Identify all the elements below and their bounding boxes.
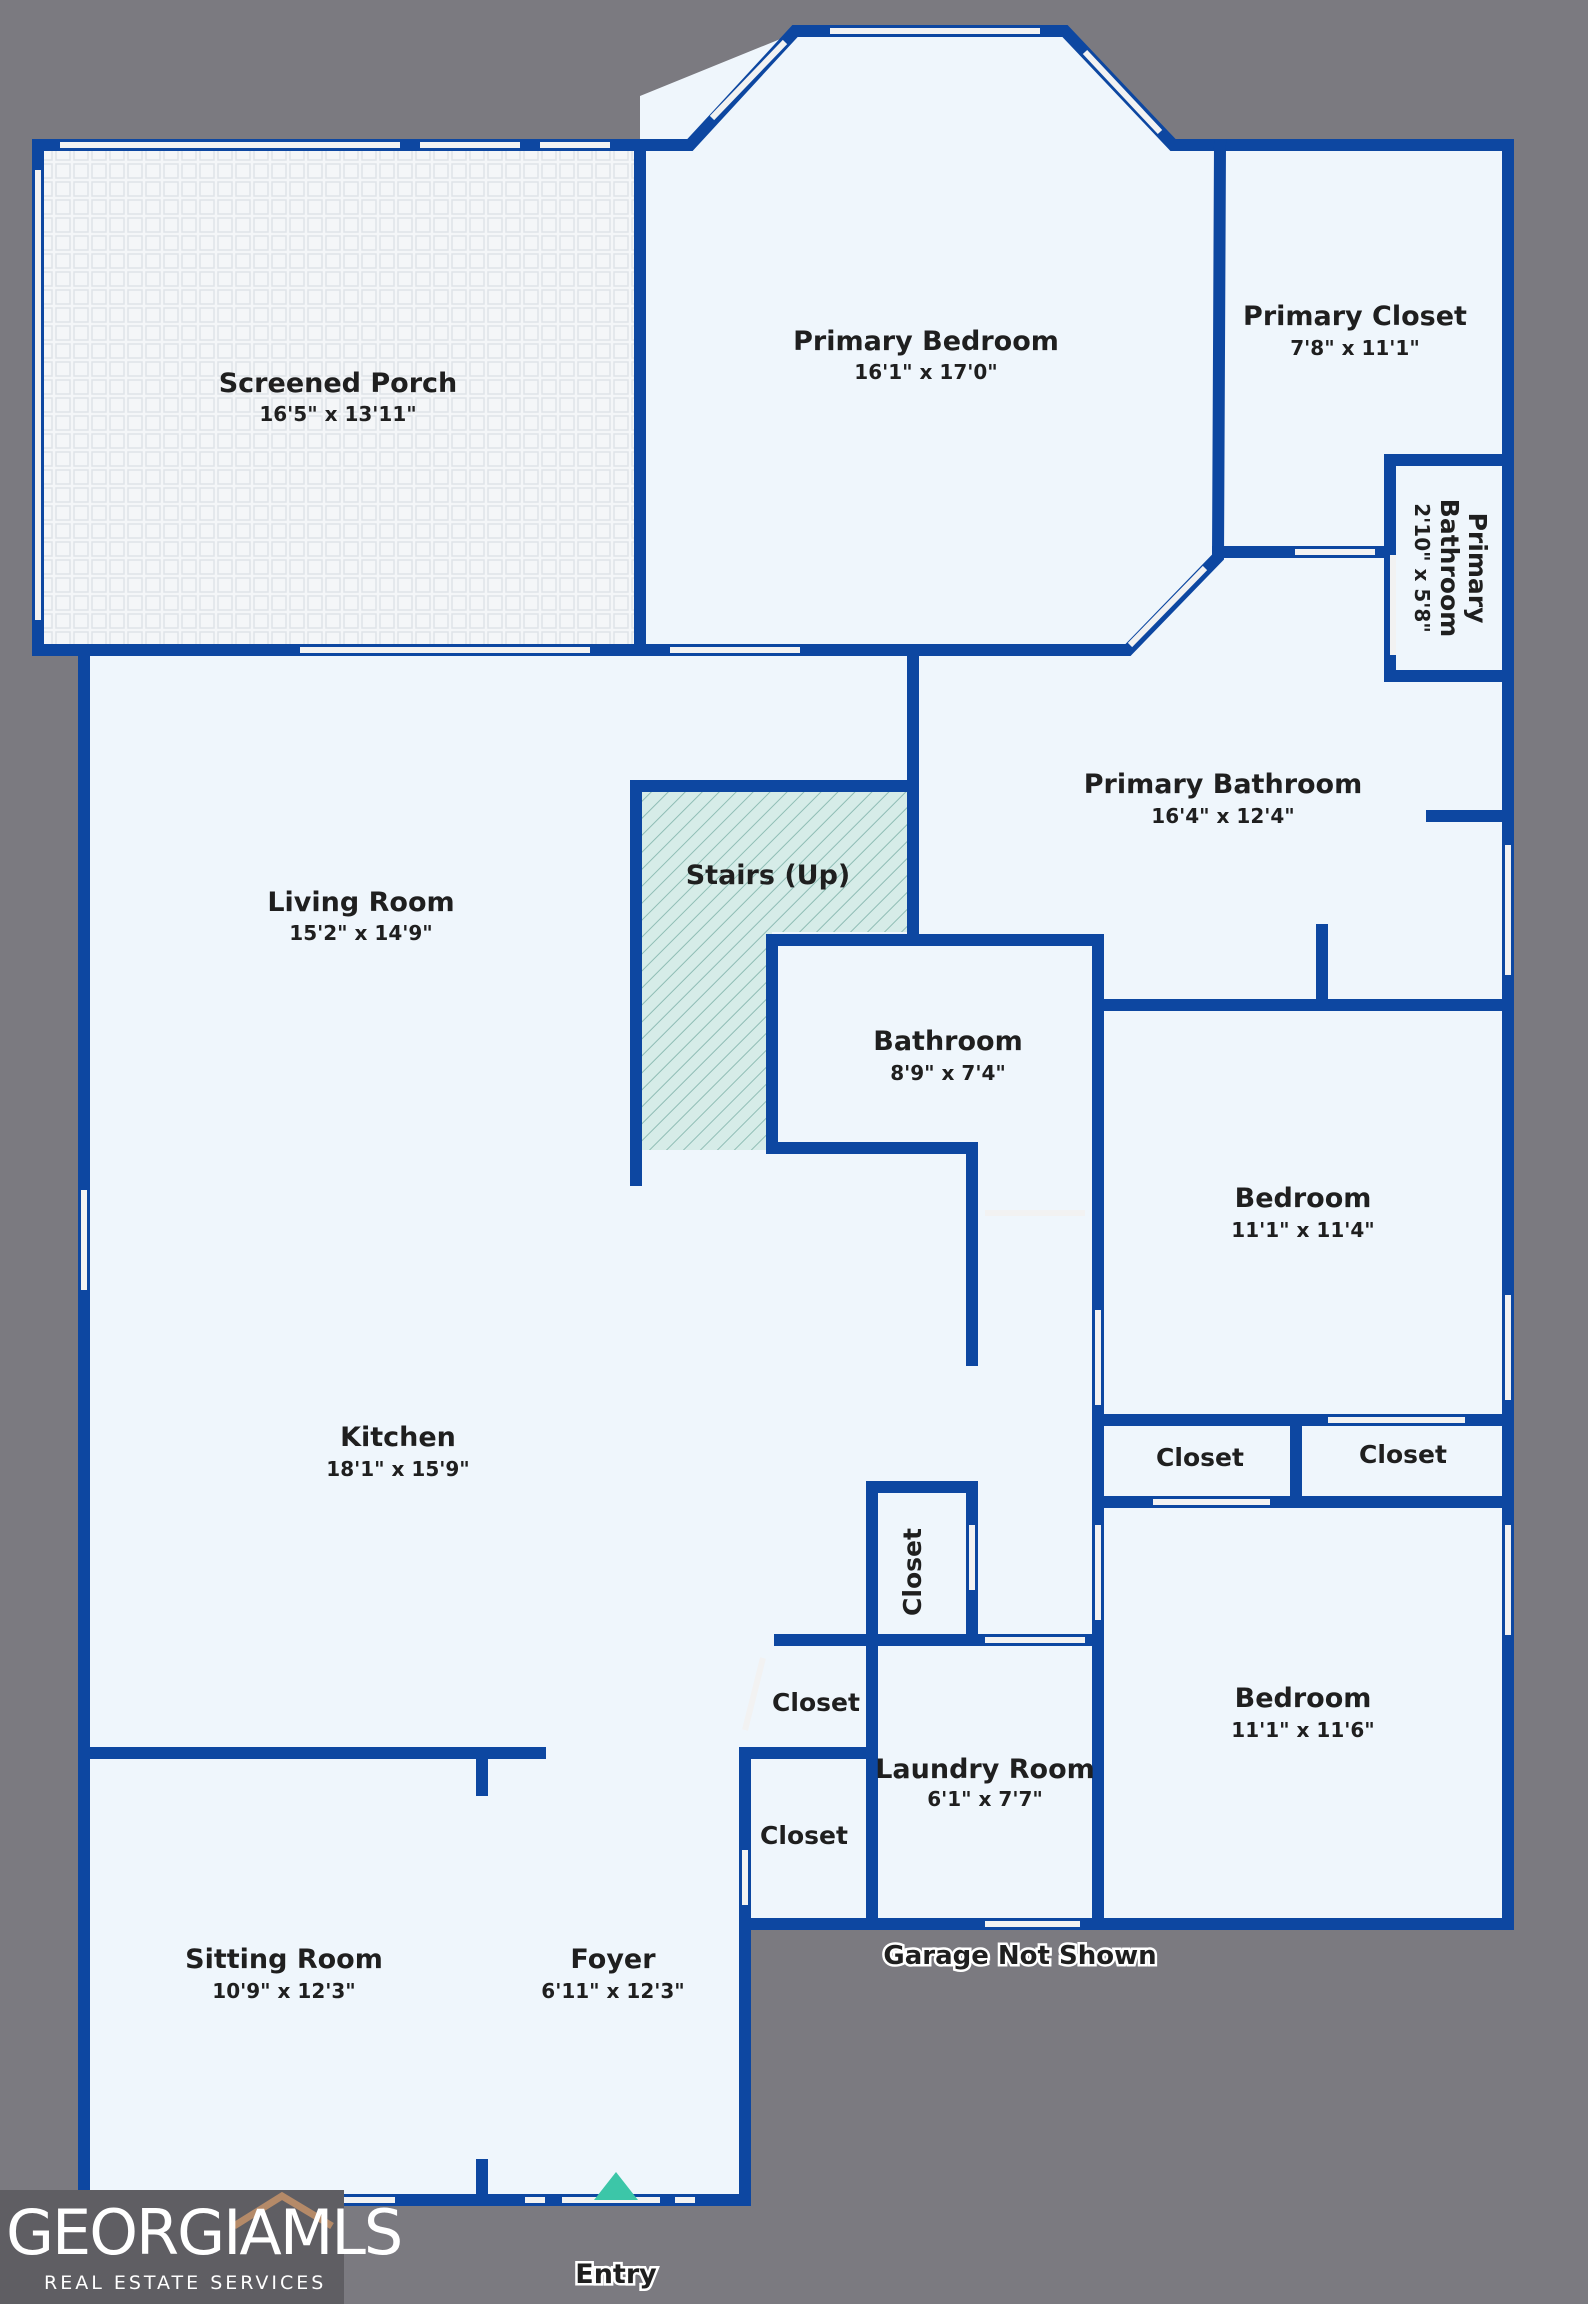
room-bathroom: Bathroom 8'9" x 7'4": [873, 1026, 1022, 1085]
room-screened-porch: Screened Porch 16'5" x 13'11": [219, 368, 458, 426]
house-roof-icon: [232, 2191, 334, 2230]
room-bedroom-2: Bedroom 11'1" x 11'6": [1231, 1683, 1374, 1742]
room-name: Primary Bedroom: [793, 326, 1059, 357]
room-name: Foyer: [570, 1944, 656, 1975]
room-dims: 18'1" x 15'9": [326, 1457, 469, 1481]
room-dims: 16'4" x 12'4": [1151, 804, 1294, 828]
room-name: Bedroom: [1235, 1683, 1372, 1714]
garage-label: Garage Not Shown: [883, 1941, 1156, 1971]
room-primary-bathroom-small: Primary Bathroom 2'10" x 5'8": [1410, 499, 1492, 637]
georgia-mls-logo: GEORGIAMLS REAL ESTATE SERVICES: [0, 2190, 403, 2304]
room-name: Primary Bathroom: [1084, 769, 1363, 800]
logo-wordmark: GEORGIAMLS: [6, 2196, 403, 2269]
room-dims: 7'8" x 11'1": [1290, 336, 1420, 360]
room-dims: 16'1" x 17'0": [854, 360, 997, 384]
room-name: Primary Closet: [1243, 301, 1467, 332]
room-laundry-room: Laundry Room 6'1" x 7'7": [875, 1754, 1095, 1811]
room-dims: 10'9" x 12'3": [212, 1979, 355, 2003]
room-dims: 2'10" x 5'8": [1410, 503, 1434, 633]
screened-porch-floor: [40, 146, 636, 646]
room-dims: 6'11" x 12'3": [541, 1979, 684, 2003]
room-sitting-room: Sitting Room 10'9" x 12'3": [185, 1944, 383, 2003]
room-name: Closet: [898, 1528, 927, 1616]
room-stairs: Stairs (Up): [686, 860, 851, 891]
room-name: Closet: [772, 1688, 860, 1717]
logo-tagline: REAL ESTATE SERVICES: [44, 2272, 327, 2294]
room-dims: 15'2" x 14'9": [289, 921, 432, 945]
room-living-room: Living Room 15'2" x 14'9": [267, 887, 454, 945]
room-kitchen: Kitchen 18'1" x 15'9": [326, 1422, 469, 1481]
room-closet-vertical: Closet: [898, 1528, 927, 1616]
room-dims: 16'5" x 13'11": [259, 402, 416, 426]
room-foyer: Foyer 6'11" x 12'3": [541, 1944, 684, 2003]
entry-label: Entry: [575, 2259, 657, 2290]
room-name: Closet: [760, 1821, 848, 1850]
room-primary-bedroom: Primary Bedroom 16'1" x 17'0": [793, 326, 1059, 384]
room-name: Closet: [1156, 1443, 1244, 1472]
room-bedroom-1: Bedroom 11'1" x 11'4": [1231, 1183, 1374, 1242]
room-closet-c: Closet: [772, 1688, 860, 1717]
room-primary-bathroom: Primary Bathroom 16'4" x 12'4": [1084, 769, 1363, 828]
room-name: Screened Porch: [219, 368, 458, 399]
windows: [35, 28, 1511, 2203]
room-dims: 11'1" x 11'4": [1231, 1218, 1374, 1242]
room-primary-closet: Primary Closet 7'8" x 11'1": [1243, 301, 1467, 360]
room-closet-b: Closet: [1359, 1440, 1447, 1469]
room-closet-d: Closet: [760, 1821, 848, 1850]
room-name: Laundry Room: [875, 1754, 1095, 1785]
room-name: Closet: [1359, 1440, 1447, 1469]
room-name: Sitting Room: [185, 1944, 383, 1975]
room-name: Stairs (Up): [686, 860, 851, 891]
room-name-line2: Bathroom: [1435, 499, 1464, 637]
room-dims: 6'1" x 7'7": [927, 1787, 1043, 1811]
entry-arrow-icon: [594, 2172, 638, 2200]
room-name: Bathroom: [873, 1026, 1022, 1057]
stairs-area: [640, 792, 908, 1150]
room-name-line1: Primary: [1463, 513, 1492, 624]
room-dims: 11'1" x 11'6": [1231, 1718, 1374, 1742]
room-name: Living Room: [267, 887, 454, 918]
room-dims: 8'9" x 7'4": [890, 1061, 1006, 1085]
room-name: Kitchen: [340, 1422, 456, 1453]
room-name: Bedroom: [1235, 1183, 1372, 1214]
room-closet-a: Closet: [1156, 1443, 1244, 1472]
